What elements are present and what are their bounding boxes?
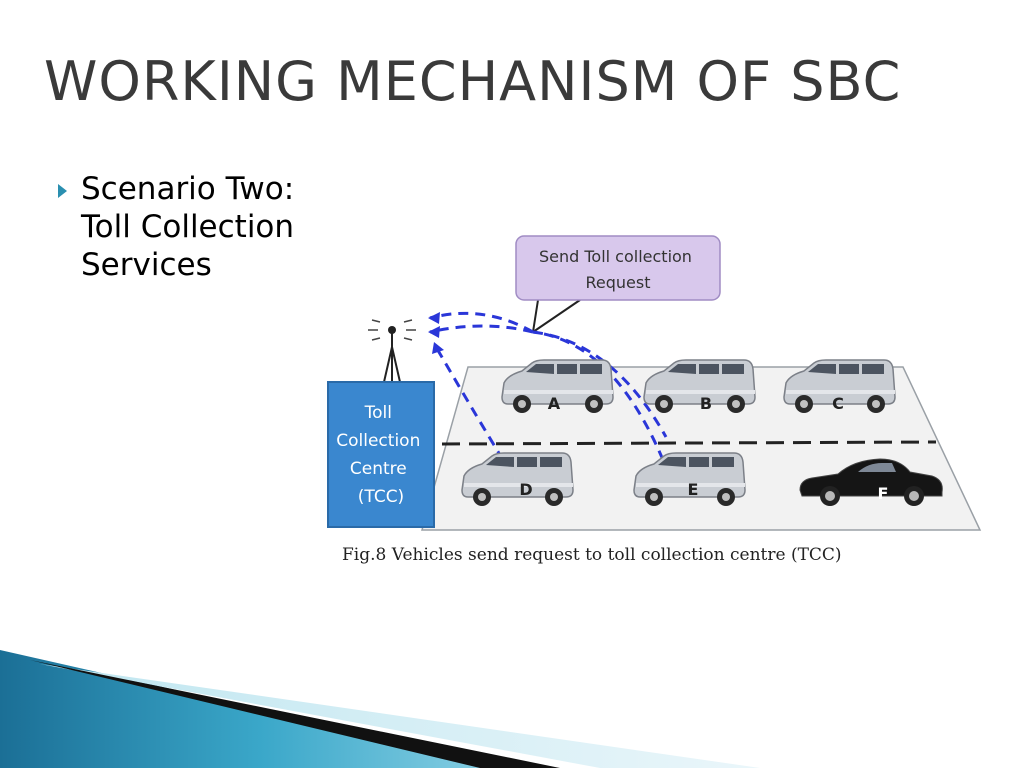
bullet-text: Scenario Two: Toll Collection Services (81, 170, 294, 284)
antenna-icon (368, 319, 416, 383)
vehicle-label-b: B (700, 394, 712, 413)
bullet-line: Toll Collection (81, 209, 295, 245)
callout-text: Send Toll collection Request (539, 247, 697, 292)
figure-caption: Fig.8 Vehicles send request to toll coll… (342, 545, 842, 565)
vehicle-label-d: D (519, 480, 532, 499)
toll-figure: Toll Collection Centre (TCC) Send Toll c… (318, 232, 988, 577)
bullet-line: Services (81, 247, 212, 283)
vehicle-label-e: E (688, 480, 699, 499)
bullet-arrow-icon (58, 184, 67, 198)
vehicle-label-a: A (548, 394, 561, 413)
lane-divider (441, 440, 937, 446)
vehicle-label-c: C (832, 394, 844, 413)
bullet-list: Scenario Two: Toll Collection Services (58, 170, 358, 284)
signal-arrowheads (428, 312, 444, 354)
tcc-box (327, 381, 435, 528)
tcc-label: Toll Collection Centre (TCC) (336, 403, 426, 507)
vehicle-label-f: F (878, 484, 889, 503)
slide-title: WORKING MECHANISM OF SBC (44, 50, 902, 113)
callout: Send Toll collection Request (515, 235, 721, 333)
bullet-line: Scenario Two: (81, 171, 295, 207)
corner-decoration (0, 650, 760, 768)
toll-diagram: Toll Collection Centre (TCC) Send Toll c… (327, 235, 982, 531)
bullet-item: Scenario Two: Toll Collection Services (58, 170, 358, 284)
